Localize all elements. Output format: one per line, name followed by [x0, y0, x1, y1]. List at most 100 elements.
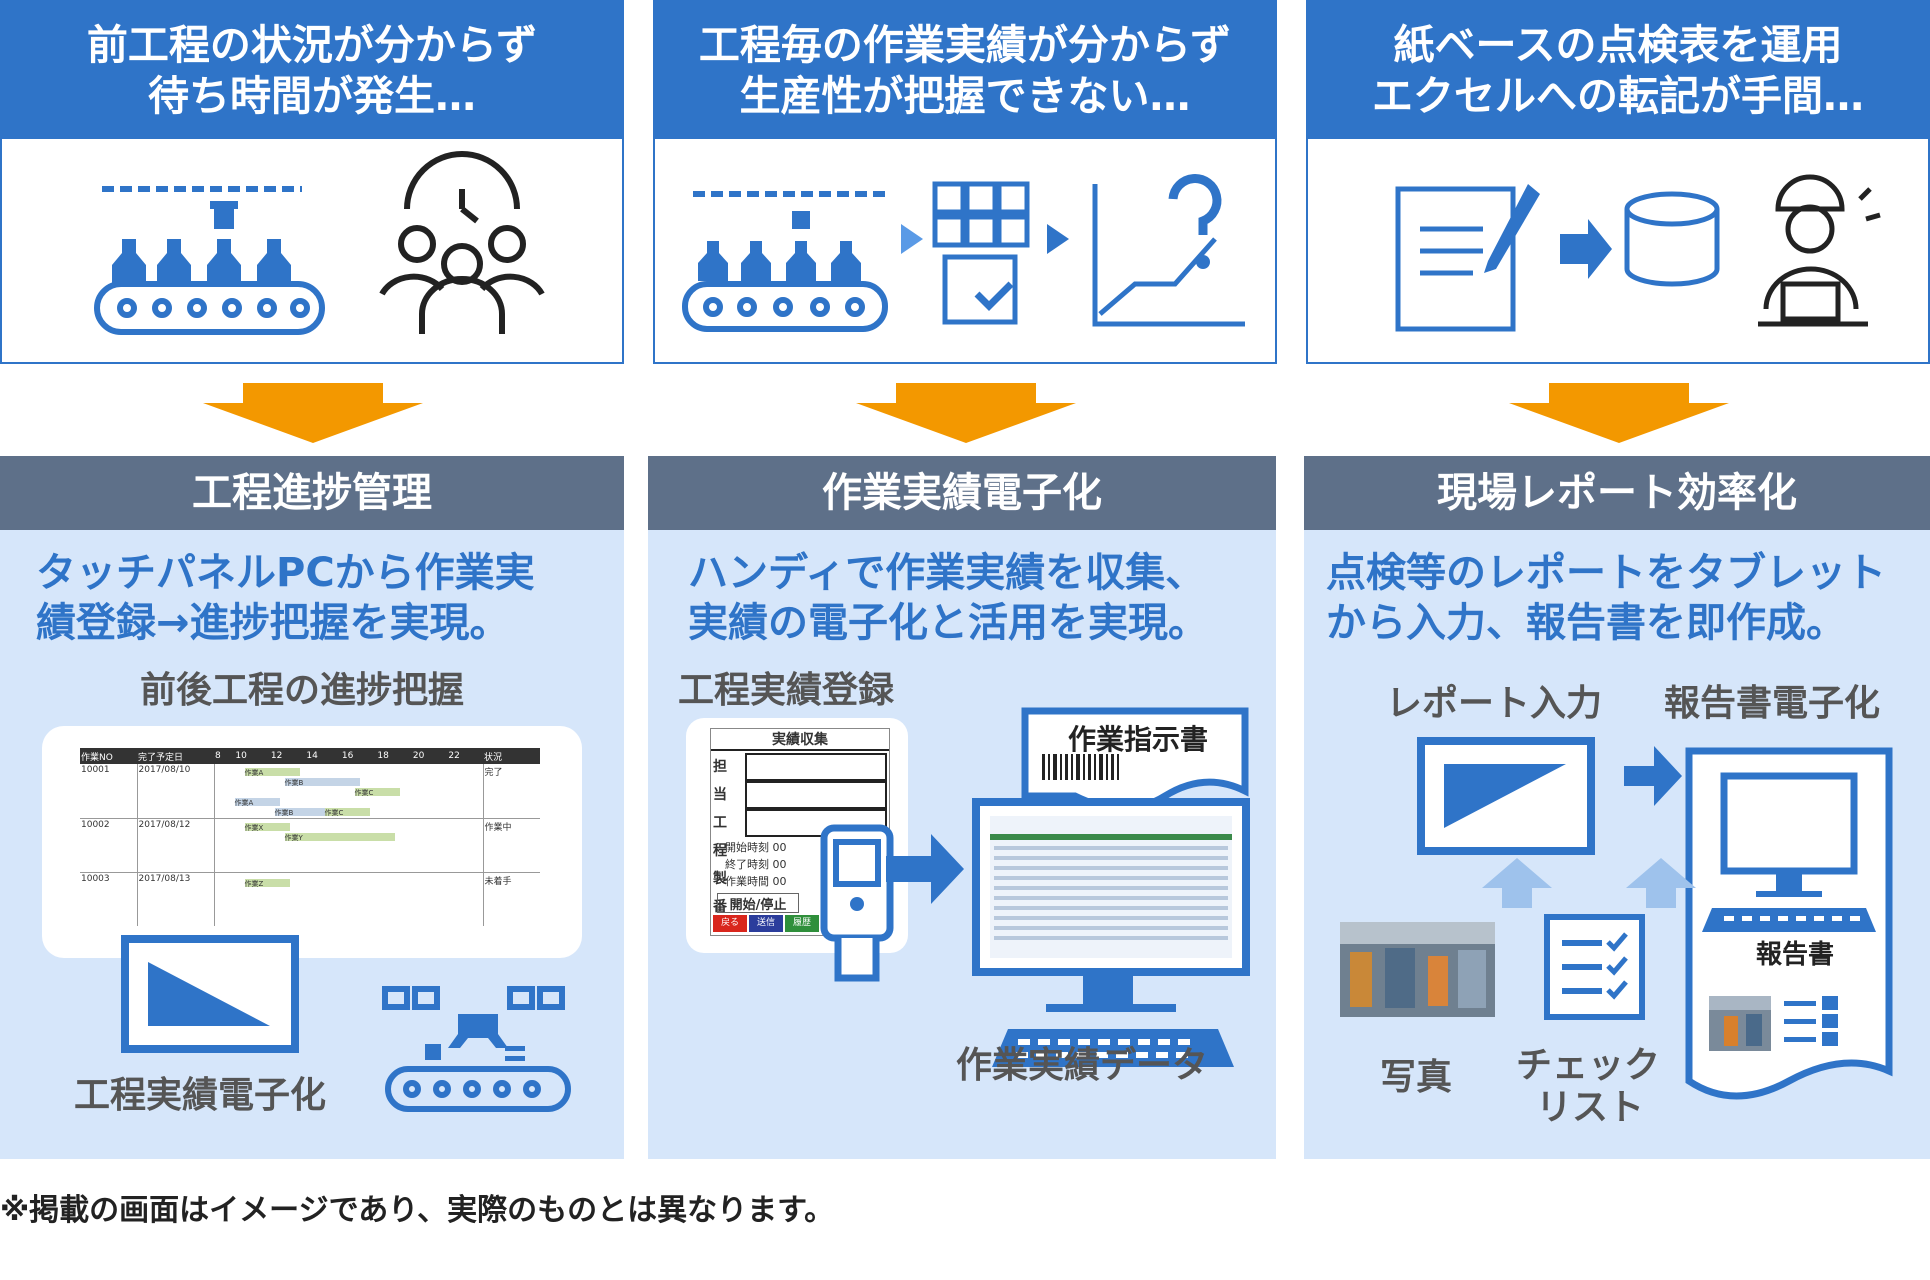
gantt-header: 18	[377, 751, 389, 761]
handy-field-label: 担当	[713, 759, 727, 803]
gantt-bar: 作業B	[274, 808, 345, 817]
down-arrow-icon-1	[203, 383, 423, 443]
problem-card-2: 工程毎の作業実績が分からず 生産性が把握できない…	[653, 0, 1277, 364]
solution-3-description: 点検等のレポートをタブレット から入力、報告書を即作成。	[1326, 548, 1910, 648]
table-row: 10001 2017/08/10 作業A 作業B 作業C 作業A 作業B 作業C…	[80, 764, 540, 818]
gantt-bar: 作業X	[244, 822, 290, 832]
problem-2-illustration	[655, 139, 1275, 362]
report-input-label: レポート入力	[1386, 683, 1603, 724]
pen-icon	[1484, 184, 1540, 273]
gantt-bar: 作業Z	[244, 878, 290, 888]
solution-3-desc-line2: から入力、報告書を即作成。	[1326, 600, 1846, 646]
gantt-bar: 作業C	[324, 808, 370, 817]
handy-input[interactable]	[745, 809, 887, 837]
photo-image	[1340, 922, 1495, 1017]
arrow-right-icon	[886, 834, 964, 904]
solution-3-title: 現場レポート効率化	[1304, 456, 1930, 530]
solution-2-bottom-label: 作業実績データ	[956, 1045, 1209, 1086]
work-order-label: 作業指示書	[1068, 723, 1209, 756]
gantt-bar: 作業C	[354, 788, 400, 797]
problem-header-3: 紙ベースの点検表を運用 エクセルへの転記が手間…	[1308, 2, 1928, 139]
boxes-check-icon	[932, 181, 1030, 325]
photo-label: 写真	[1380, 1057, 1453, 1098]
handy-field-label: 製番	[713, 871, 727, 915]
arrow-right-icon	[1560, 219, 1612, 279]
gantt-date: 2017/08/12	[137, 818, 215, 872]
arrow-right-icon	[1624, 746, 1682, 806]
problem-3-line1: 紙ベースの点検表を運用	[1393, 21, 1843, 69]
solution-1-subtitle: 前後工程の進捗把握	[140, 670, 465, 711]
handy-time-value: 00	[772, 858, 787, 871]
solution-card-1: 工程進捗管理 タッチパネルPCから作業実 績登録→進捗把握を実現。 前後工程の進…	[0, 456, 624, 1159]
bottle-icons	[698, 211, 861, 281]
solution-2-desc-line1: ハンディで作業実績を収集、	[688, 550, 1206, 596]
solution-1-title: 工程進捗管理	[0, 456, 624, 530]
checklist-icon	[1544, 914, 1645, 1020]
solution-2-subtitle: 工程実績登録	[678, 670, 895, 711]
database-icon	[1624, 191, 1720, 287]
solution-3-desc-line1: 点検等のレポートをタブレット	[1326, 550, 1886, 596]
checklist-label-line1: チェック	[1516, 1045, 1661, 1086]
send-button[interactable]: 送信	[749, 915, 783, 932]
gantt-date: 2017/08/10	[137, 764, 215, 818]
checklist-label-line2: リスト	[1536, 1087, 1645, 1128]
gantt-status: 未着手	[484, 876, 512, 887]
waiting-people-clock-icon	[379, 151, 545, 334]
gantt-no: 10001	[80, 764, 138, 818]
gantt-status: 作業中	[484, 822, 512, 833]
problem-card-1: 前工程の状況が分からず 待ち時間が発生…	[0, 0, 624, 364]
start-stop-button[interactable]: 開始/停止	[717, 893, 799, 913]
down-arrow-icon-3	[1509, 383, 1729, 443]
gantt-date: 2017/08/13	[137, 872, 215, 926]
gantt-header: 作業NO	[81, 752, 113, 763]
solution-1-desc-line1: タッチパネルPCから作業実	[36, 550, 535, 596]
handy-time-label: 開始時刻	[725, 841, 769, 854]
gantt-bar: 作業A	[244, 768, 300, 777]
arrow-right-icon	[901, 224, 923, 254]
work-order-document-icon	[1021, 707, 1249, 812]
handy-header: 実績収集	[711, 729, 889, 751]
gantt-header: 22	[448, 751, 460, 761]
touch-panel-monitor-icon	[121, 935, 299, 1053]
worker-laptop-icon	[1758, 174, 1881, 327]
solution-1-desc-line2: 績登録→進捗把握を実現。	[36, 600, 510, 646]
solution-1-bottom-label: 工程実績電子化	[74, 1075, 327, 1116]
gantt-no: 10003	[80, 872, 138, 926]
solution-2-title: 作業実績電子化	[648, 456, 1276, 530]
gantt-status: 完了	[484, 768, 503, 778]
barcode-icon	[1042, 754, 1119, 780]
gantt-panel: 作業NO 完了予定日 8 10 12 14 16 18 20 22 状況 100…	[42, 726, 582, 958]
gantt-header: 8	[215, 751, 221, 761]
down-arrow-icon-2	[856, 383, 1076, 443]
problem-header-1: 前工程の状況が分からず 待ち時間が発生…	[2, 2, 622, 139]
problem-header-2: 工程毎の作業実績が分からず 生産性が把握できない…	[655, 2, 1275, 139]
back-button[interactable]: 戻る	[713, 915, 747, 932]
table-row: 10002 2017/08/12 作業X 作業Y 作業中	[80, 818, 540, 872]
gantt-header: 10	[235, 751, 247, 761]
problem-2-line1: 工程毎の作業実績が分からず	[698, 21, 1232, 69]
problem-1-illustration	[2, 139, 622, 362]
handy-input[interactable]	[745, 753, 887, 781]
report-digital-label: 報告書電子化	[1664, 683, 1881, 724]
up-arrow-icon	[1482, 858, 1552, 908]
paper-pen-icon	[1395, 186, 1516, 332]
data-monitor-icon	[972, 798, 1250, 1067]
solution-card-3: 現場レポート効率化 点検等のレポートをタブレット から入力、報告書を即作成。 レ…	[1304, 456, 1930, 1159]
gantt-no: 10002	[80, 818, 138, 872]
problem-card-3: 紙ベースの点検表を運用 エクセルへの転記が手間…	[1306, 0, 1930, 364]
handy-terminal-icon	[820, 824, 894, 982]
history-button[interactable]: 履歴	[785, 915, 819, 932]
problem-1-line1: 前工程の状況が分からず	[86, 21, 538, 69]
handy-input[interactable]	[745, 781, 887, 809]
chart-question-icon	[1092, 174, 1245, 327]
gantt-table: 作業NO 完了予定日 8 10 12 14 16 18 20 22 状況 100…	[80, 748, 540, 926]
arrow-right-icon	[1047, 224, 1069, 254]
solution-2-desc-line2: 実績の電子化と活用を実現。	[688, 600, 1208, 646]
footnote: ※掲載の画面はイメージであり、実際のものとは異なります。	[0, 1193, 835, 1228]
production-line-icon	[94, 186, 325, 335]
handy-field-label: 工程	[713, 815, 727, 859]
bottle-icons	[112, 201, 291, 283]
gantt-bar: 作業B	[284, 778, 360, 787]
report-title-label: 報告書	[1756, 940, 1835, 970]
solution-card-2: 作業実績電子化 ハンディで作業実績を収集、 実績の電子化と活用を実現。 工程実績…	[648, 456, 1276, 1159]
